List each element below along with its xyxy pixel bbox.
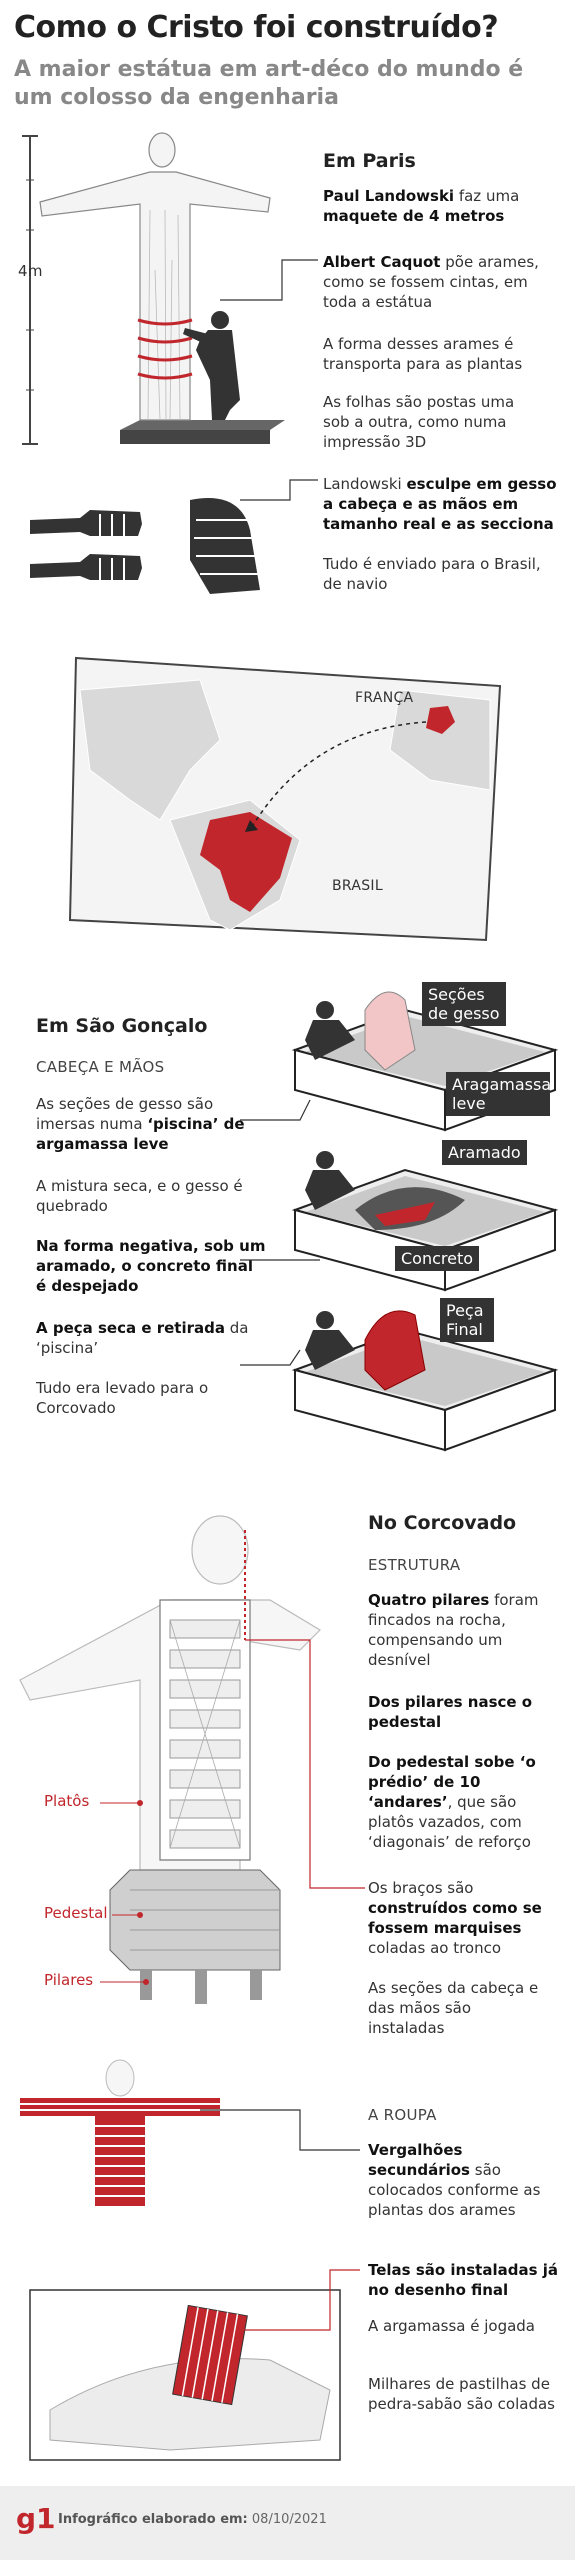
label-pilares: Pilares [44, 1971, 94, 1989]
paris-text-4: As folhas são postas uma sob a outra, co… [323, 393, 515, 451]
label-concreto: Concreto [395, 1246, 480, 1271]
pool-2 [291, 1151, 559, 1292]
map-label-brazil: BRASIL [332, 878, 383, 894]
page-title: Como o Cristo foi construído? [14, 10, 499, 45]
page-subtitle: A maior estátua em art-déco do mundo é u… [14, 57, 524, 110]
leader-line-landowski [240, 479, 318, 501]
clothing-illustration [20, 2059, 360, 2206]
pools-illustration [291, 991, 559, 1452]
sao-goncalo-text-2: A mistura seca, e o gesso é quebrado [36, 1177, 243, 1215]
sao-goncalo-text-4: A peça seca e retirada da ‘piscina’ [36, 1319, 249, 1357]
paris-text-5: Landowski esculpe em gesso a cabeça e as… [323, 475, 557, 533]
roupa-text-1: Vergalhões secundários são colocados con… [368, 2141, 541, 2219]
paris-text-2: Albert Caquot põe arames, como se fossem… [323, 253, 539, 311]
leader-line-caquot [220, 259, 318, 301]
section-heading-paris: Em Paris [323, 150, 416, 172]
north-america-shape [79, 679, 221, 821]
roupa-text-2: Telas são instaladas já no desenho final [368, 2261, 558, 2299]
roupa-text-4: Milhares de pastilhas de pedra-sabão são… [368, 2375, 555, 2413]
mesh-illustration [29, 2269, 360, 2461]
section-heading-corcovado: No Corcovado [368, 1512, 517, 1534]
corcovado-text-2: Dos pilares nasce o pedestal [368, 1693, 533, 1731]
label-pedestal: Pedestal [44, 1904, 108, 1922]
label-secoes-gesso: Seções de gesso [422, 982, 506, 1026]
pool-3 [291, 1310, 559, 1452]
sao-goncalo-caption: CABEÇA E MÃOS [36, 1058, 165, 1076]
hands-head-illustration [30, 498, 260, 594]
paris-text-1: Paul Landowski faz uma maquete de 4 metr… [323, 187, 520, 225]
section-heading-sao-goncalo: Em São Gonçalo [36, 1015, 208, 1037]
france-shape [426, 706, 455, 734]
g1-logo: g1 [16, 2502, 56, 2535]
corcovado-text-1: Quatro pilares foram fincados na rocha, … [368, 1591, 539, 1669]
map-label-france: FRANÇA [355, 690, 414, 706]
label-peca-final: Peça Final [440, 1298, 494, 1342]
roupa-caption: A ROUPA [368, 2106, 437, 2124]
label-argamassa-leve: Aragamassa leve [446, 1072, 551, 1116]
corcovado-text-3: Do pedestal sobe ‘o prédio’ de 10 ‘andar… [368, 1753, 536, 1851]
roupa-text-3: A argamassa é jogada [368, 2317, 535, 2335]
sao-goncalo-text-1: As seções de gesso são imersas numa ‘pis… [36, 1095, 245, 1153]
europe-africa-shape [389, 689, 491, 791]
scale-label: 4m [18, 262, 43, 280]
sao-goncalo-text-3: Na forma negativa, sob um aramado, o con… [36, 1237, 266, 1295]
footer: g1 Infográfico elaborado em: 08/10/2021 [0, 2486, 575, 2560]
leader-lines-pools [240, 1099, 320, 1366]
corcovado-text-5: As seções da cabeça e das mãos são insta… [368, 1979, 539, 2037]
label-aramado: Aramado [442, 1140, 527, 1165]
footer-credit: Infográfico elaborado em: 08/10/2021 [58, 2512, 327, 2527]
paris-text-3: A forma desses arames é transporta para … [323, 335, 523, 373]
shipping-route [249, 721, 427, 831]
map-france-brazil [68, 656, 502, 942]
label-platos: Platôs [44, 1792, 90, 1810]
corcovado-caption: ESTRUTURA [368, 1556, 461, 1574]
sao-goncalo-text-5: Tudo era levado para o Corcovado [36, 1379, 209, 1417]
corcovado-text-4: Os braços são construídos como se fossem… [368, 1879, 542, 1957]
structure-illustration [19, 1515, 365, 2004]
paris-text-6: Tudo é enviado para o Brasil, de navio [323, 555, 541, 593]
brazil-shape [200, 812, 292, 912]
maquette-illustration [22, 132, 285, 445]
